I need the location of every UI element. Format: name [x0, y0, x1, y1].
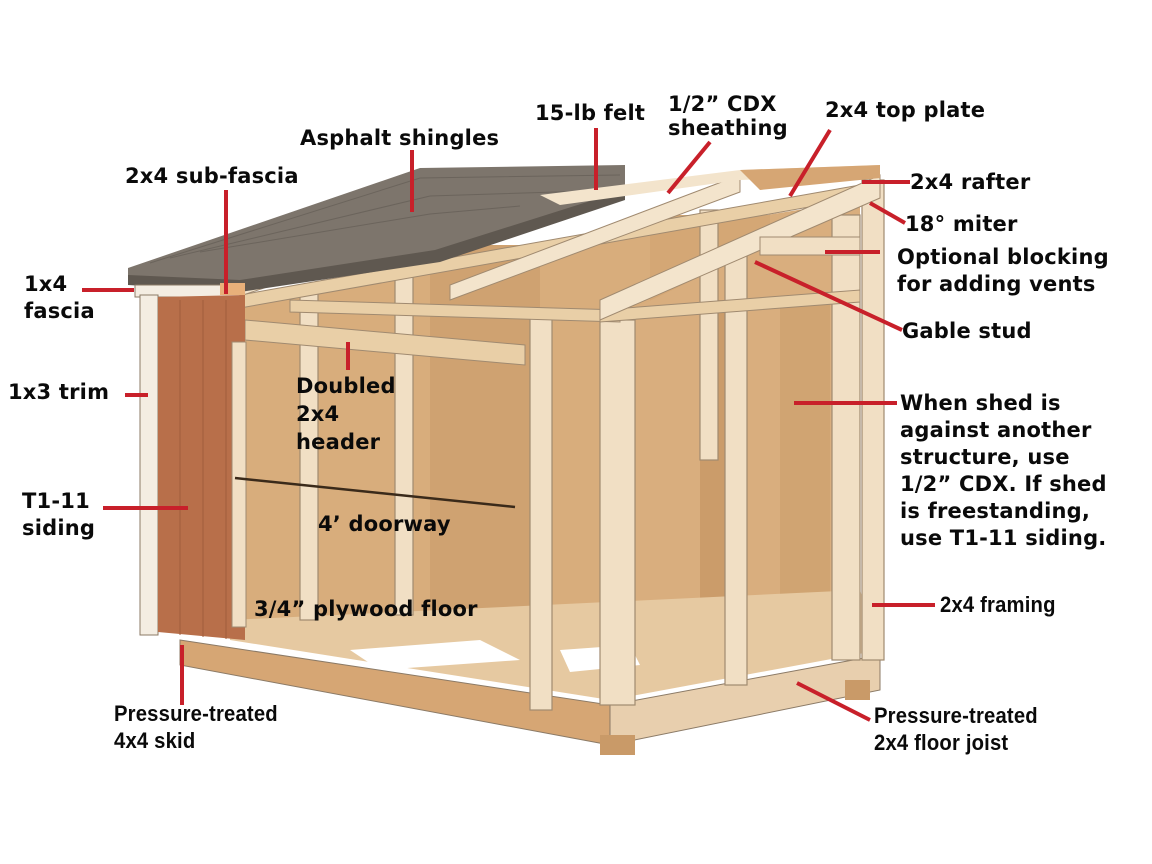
leader-top-plate	[788, 128, 832, 198]
label-gable-stud: Gable stud	[902, 319, 1032, 343]
leader-cdx-sheathing	[666, 140, 712, 195]
leader-gable-stud	[754, 260, 903, 332]
leader-miter	[869, 201, 906, 225]
label-header: Doubled 2x4 header	[296, 374, 396, 454]
label-sub-fascia: 2x4 sub-fascia	[125, 164, 299, 188]
leader-lines	[82, 128, 935, 722]
label-skid: Pressure-treated 4x4 skid	[114, 701, 278, 753]
top-plates	[239, 184, 861, 366]
label-felt: 15-lb felt	[535, 101, 646, 125]
label-top-plate: 2x4 top plate	[825, 98, 986, 122]
roof	[128, 165, 880, 292]
label-siding: T1-11 siding	[22, 489, 96, 540]
label-trim: 1x3 trim	[8, 380, 110, 404]
siding-panel	[158, 295, 245, 640]
floor-platform	[179, 590, 881, 755]
label-blocking: Optional blocking for adding vents	[897, 245, 1109, 296]
fascia-trim	[134, 283, 245, 636]
label-asphalt-shingles: Asphalt shingles	[300, 126, 500, 150]
doorway-dimension-line	[234, 476, 516, 509]
leader-floor-joist	[796, 681, 871, 722]
label-floor: 3/4” plywood floor	[254, 597, 478, 621]
label-fascia: 1x4 fascia	[24, 272, 95, 323]
door-jamb	[231, 341, 247, 628]
label-floor-joist: Pressure-treated 2x4 floor joist	[874, 703, 1038, 755]
label-wall-note: When shed is against another structure, …	[900, 391, 1107, 550]
label-rafter: 2x4 rafter	[910, 170, 1031, 194]
label-miter: 18° miter	[905, 212, 1018, 236]
label-cdx-sheathing: 1/2” CDX sheathing	[668, 92, 788, 140]
label-framing: 2x4 framing	[940, 592, 1056, 617]
label-doorway: 4’ doorway	[318, 512, 451, 536]
